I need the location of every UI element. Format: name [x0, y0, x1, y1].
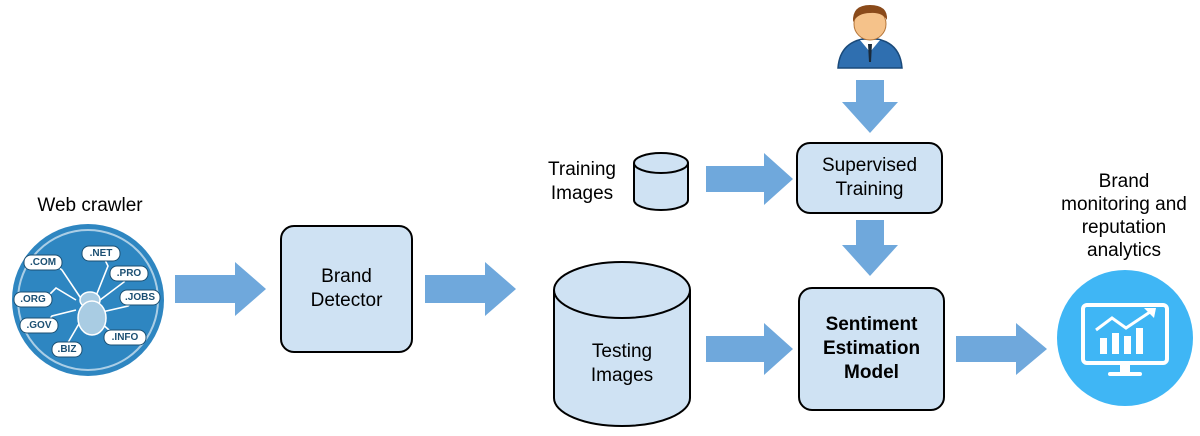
arrow-testing-to-sentiment [706, 323, 793, 375]
supervised-training-box: Supervised Training [796, 142, 943, 214]
domain-tag: .COM [29, 257, 57, 268]
user-icon [837, 5, 903, 69]
analytics-label-line: Brand [1098, 171, 1150, 192]
training-images-cylinder [633, 152, 689, 211]
analytics-label-line: analytics [1087, 240, 1161, 261]
domain-tag: .BIZ [57, 344, 77, 355]
arrow-supervised-to-sentiment [842, 220, 898, 276]
analytics-label-line: monitoring and [1061, 194, 1187, 215]
sentiment-estimation-model-box: Sentiment Estimation Model [798, 287, 945, 411]
arrow-crawler-to-detector [175, 262, 266, 316]
analytics-label-line: reputation [1081, 217, 1167, 238]
domain-tag: .PRO [116, 268, 142, 279]
web-crawler-label: Web crawler [37, 195, 143, 216]
arrow-sentiment-to-analytics [956, 323, 1047, 375]
arrow-detector-to-testing [425, 262, 516, 316]
analytics-label: Brand monitoring and reputation analytic… [1048, 170, 1200, 262]
testing-images-cylinder [553, 261, 691, 427]
domain-tag: .JOBS [124, 292, 155, 303]
brand-detector-box: Brand Detector [280, 225, 413, 353]
analytics-monitor-icon [1057, 270, 1193, 406]
domain-tag: .GOV [26, 320, 52, 331]
spider-web-icon [12, 224, 164, 376]
domain-tag: .ORG [20, 294, 46, 305]
domain-tag: .NET [89, 248, 113, 259]
domain-tag: .INFO [111, 332, 139, 343]
testing-images-label: Testing Images [590, 341, 654, 386]
arrow-user-to-supervised [842, 80, 898, 133]
arrow-training-to-supervised [706, 153, 793, 205]
training-images-label: Training Images [548, 159, 616, 204]
